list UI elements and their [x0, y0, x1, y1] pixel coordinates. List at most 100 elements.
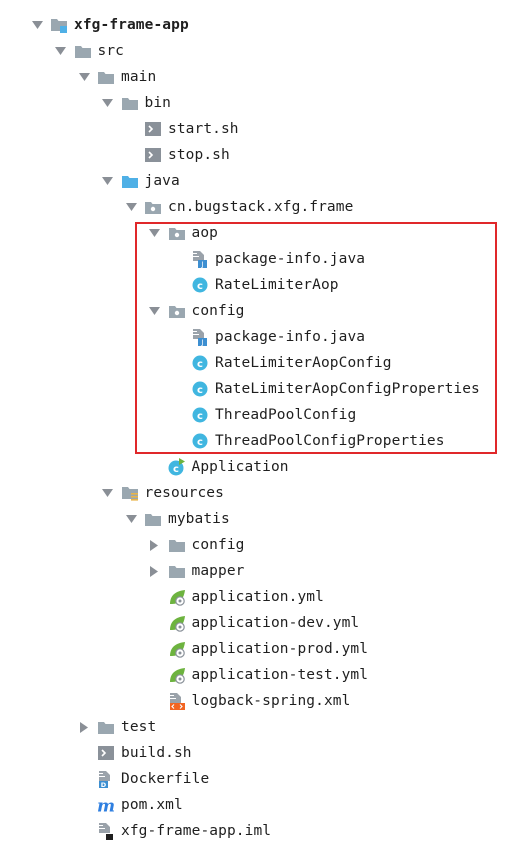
arrow-spacer [146, 662, 164, 688]
spring-yaml-icon [168, 640, 186, 658]
tree-item[interactable]: start.sh [122, 116, 239, 142]
spring-yaml-icon [168, 666, 186, 684]
arrow-spacer [122, 116, 140, 142]
java-file-icon: J [191, 328, 209, 346]
tree-item[interactable]: xfg-frame-app [28, 12, 189, 38]
expand-arrow-icon[interactable] [122, 506, 140, 532]
tree-item-label: mybatis [168, 511, 230, 527]
tree-item[interactable]: src [52, 38, 125, 64]
package-icon [144, 198, 162, 216]
tree-item-label: stop.sh [168, 147, 230, 163]
class-icon: c [191, 406, 209, 424]
arrow-spacer [75, 792, 93, 818]
spring-yaml-icon [168, 614, 186, 632]
module-folder-icon [50, 16, 68, 34]
svg-text:c: c [197, 411, 203, 422]
arrow-spacer [169, 350, 187, 376]
tree-item-label: package-info.java [215, 251, 366, 267]
spring-boot-class-icon: c [168, 458, 186, 476]
expand-arrow-icon[interactable] [52, 38, 70, 64]
tree-item[interactable]: mapper [146, 558, 245, 584]
arrow-spacer [146, 610, 164, 636]
svg-text:c: c [197, 385, 203, 396]
arrow-spacer [169, 246, 187, 272]
tree-item-label: Application [191, 459, 289, 475]
expand-arrow-icon[interactable] [99, 480, 117, 506]
tree-item-label: config [191, 537, 245, 553]
class-icon: c [191, 276, 209, 294]
svg-text:J: J [200, 260, 203, 268]
tree-item-label: xfg-frame-app [74, 17, 189, 33]
tree-item[interactable]: application.yml [146, 584, 324, 610]
xml-file-icon [168, 692, 186, 710]
expand-arrow-icon[interactable] [75, 64, 93, 90]
expand-arrow-icon[interactable] [122, 194, 140, 220]
tree-item[interactable]: logback-spring.xml [146, 688, 351, 714]
tree-item[interactable]: application-prod.yml [146, 636, 369, 662]
folder-icon [74, 42, 92, 60]
tree-item-label: cn.bugstack.xfg.frame [168, 199, 354, 215]
tree-item-label: logback-spring.xml [191, 693, 351, 709]
tree-item[interactable]: xfg-frame-app.iml [75, 818, 271, 844]
arrow-spacer [146, 688, 164, 714]
folder-icon [97, 718, 115, 736]
tree-item[interactable]: application-dev.yml [146, 610, 360, 636]
tree-item-label: mapper [191, 563, 245, 579]
arrow-spacer [146, 584, 164, 610]
tree-item-label: Dockerfile [121, 771, 210, 787]
tree-item[interactable]: c Application [146, 454, 289, 480]
tree-item[interactable]: config [146, 298, 245, 324]
package-icon [168, 224, 186, 242]
tree-item[interactable]: config [146, 532, 245, 558]
expand-arrow-icon[interactable] [28, 12, 46, 38]
tree-item-label: application-test.yml [191, 667, 369, 683]
folder-icon [144, 510, 162, 528]
collapse-arrow-icon[interactable] [146, 532, 164, 558]
expand-arrow-icon[interactable] [146, 220, 164, 246]
collapse-arrow-icon[interactable] [146, 558, 164, 584]
tree-item-label: RateLimiterAop [215, 277, 339, 293]
package-icon [168, 302, 186, 320]
shell-script-icon [97, 744, 115, 762]
tree-item[interactable]: c RateLimiterAop [169, 272, 339, 298]
tree-item[interactable]: build.sh [75, 740, 192, 766]
tree-item-label: test [121, 719, 157, 735]
tree-item-label: config [191, 303, 245, 319]
tree-item[interactable]: application-test.yml [146, 662, 369, 688]
tree-item[interactable]: cn.bugstack.xfg.frame [122, 194, 353, 220]
svg-text:J: J [200, 338, 203, 346]
tree-item[interactable]: bin [99, 90, 172, 116]
svg-text:c: c [173, 464, 179, 475]
tree-item[interactable]: aop [146, 220, 219, 246]
tree-item[interactable]: java [99, 168, 180, 194]
tree-item[interactable]: resources [99, 480, 224, 506]
arrow-spacer [169, 272, 187, 298]
tree-item[interactable]: stop.sh [122, 142, 230, 168]
arrow-spacer [169, 324, 187, 350]
tree-item-label: src [97, 43, 124, 59]
collapse-arrow-icon[interactable] [75, 714, 93, 740]
arrow-spacer [75, 818, 93, 844]
class-icon: c [191, 380, 209, 398]
tree-item[interactable]: main [75, 64, 156, 90]
resources-folder-icon [121, 484, 139, 502]
expand-arrow-icon[interactable] [146, 298, 164, 324]
svg-text:c: c [197, 281, 203, 292]
tree-item-label: pom.xml [121, 797, 183, 813]
expand-arrow-icon[interactable] [99, 90, 117, 116]
tree-item[interactable]: mybatis [122, 506, 230, 532]
arrow-spacer [146, 636, 164, 662]
tree-item[interactable]: test [75, 714, 156, 740]
arrow-spacer [75, 740, 93, 766]
expand-arrow-icon[interactable] [99, 168, 117, 194]
tree-item-label: resources [144, 485, 224, 501]
